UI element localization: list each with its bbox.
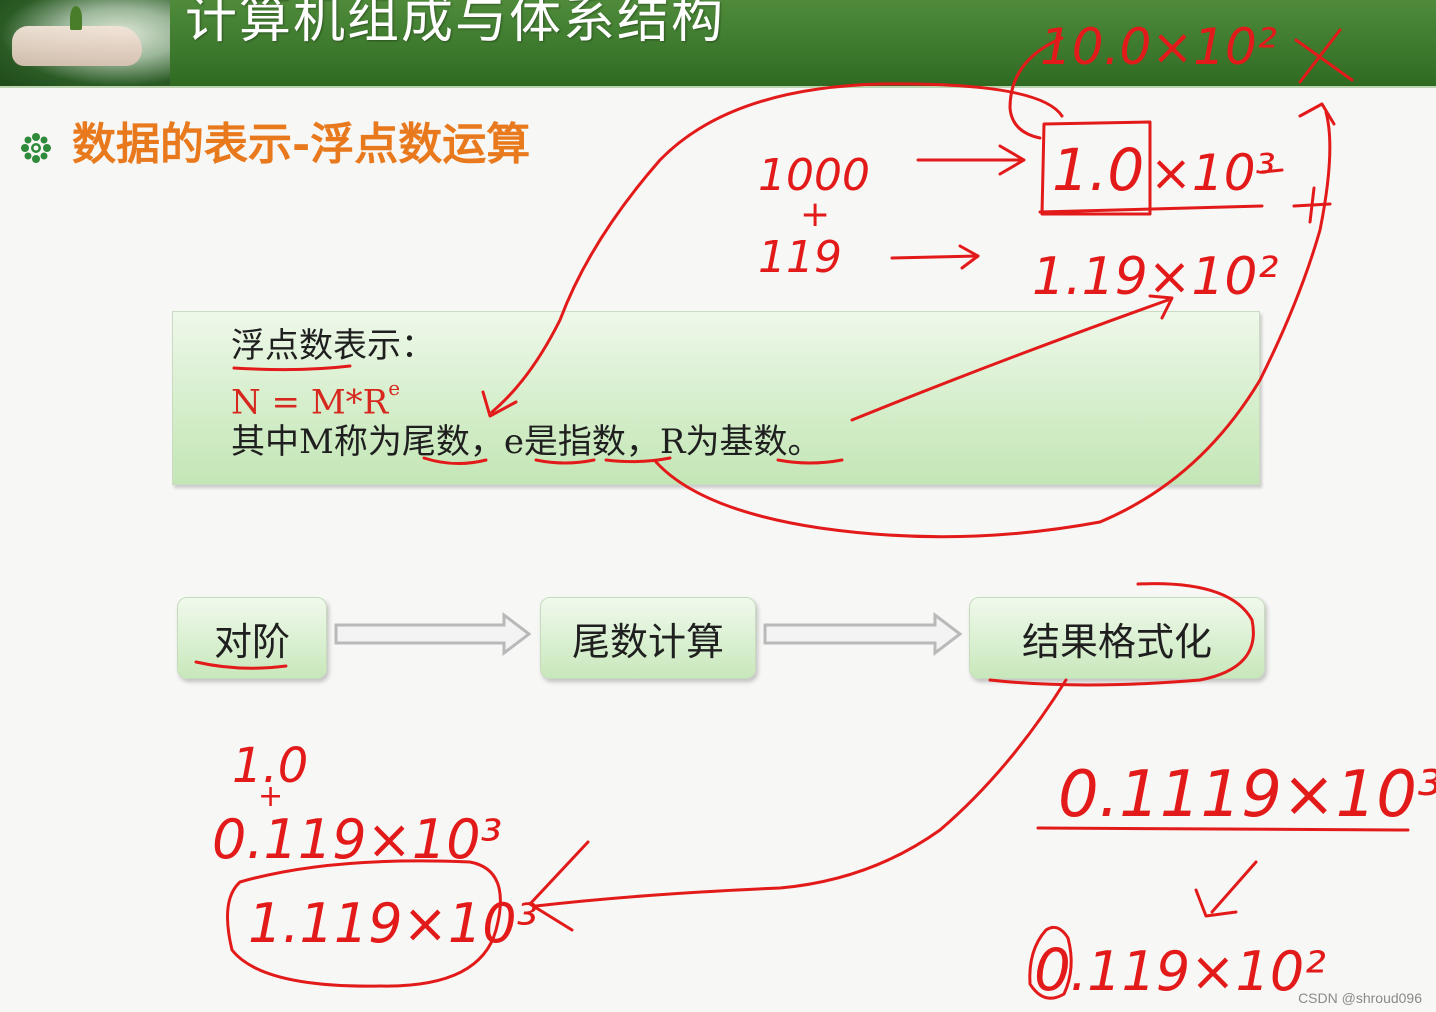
definition-explanation: 其中M称为尾数，e是指数，R为基数。 — [231, 422, 822, 462]
course-title: 计算机组成与体系结构 — [185, 0, 726, 50]
annot-a-power: ×10³ — [1150, 144, 1276, 202]
csdn-watermark: CSDN @shroud096 — [1298, 990, 1422, 1006]
header-hand-sprout-image — [0, 0, 170, 86]
annot-aligned-plus: + — [258, 779, 283, 814]
annot-format-example: 0.1119×10³ — [1058, 758, 1436, 832]
hand-shape — [12, 26, 142, 66]
annot-aligned-sum: 1.119×10³ — [248, 892, 538, 955]
annot-operand-b: 119 — [758, 232, 842, 283]
formula-exponent: e — [388, 376, 401, 400]
sprout-shape — [70, 6, 82, 30]
annot-operand-a: 1000 — [758, 150, 870, 201]
formula-main: N = M*R — [231, 382, 389, 423]
flower-bullet-icon — [21, 133, 51, 163]
step-align-exponent: 对阶 — [177, 597, 327, 679]
annot-format-digit: 0 — [1034, 936, 1071, 1004]
definition-formula: N = M*Re — [231, 372, 400, 424]
step-mantissa-compute: 尾数计算 — [540, 597, 756, 679]
slide-subtitle: 数据的表示-浮点数运算 — [72, 119, 531, 170]
annot-aligned-b: 0.119×10³ — [212, 808, 502, 871]
header-banner: 计算机组成与体系结构 — [0, 0, 1436, 88]
definition-heading: 浮点数表示： — [231, 326, 435, 366]
flow-arrow-2 — [763, 612, 963, 656]
annot-b-normalized: 1.19×10² — [1032, 247, 1279, 307]
float-definition-box: 浮点数表示： N = M*Re 其中M称为尾数，e是指数，R为基数。 — [172, 311, 1260, 485]
annot-a-mantissa: 1.0 — [1052, 136, 1144, 204]
annot-plus: + — [800, 194, 830, 235]
annot-aligned-a: 1.0 — [232, 738, 308, 794]
step-normalize-result: 结果格式化 — [969, 597, 1265, 679]
annot-format-rest: .119×10² — [1070, 940, 1326, 1003]
flow-arrow-1 — [334, 612, 532, 656]
